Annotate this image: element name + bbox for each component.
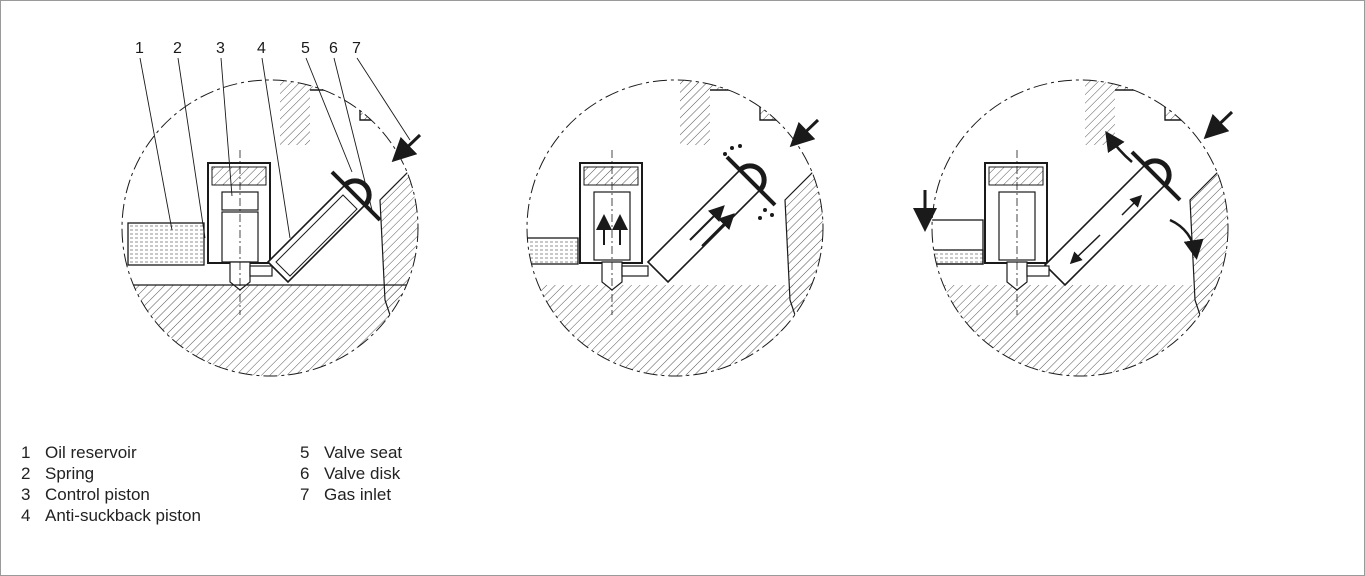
- legend-number: 2: [21, 464, 31, 483]
- callout-4: 4: [257, 40, 266, 57]
- legend-label: Anti-suckback piston: [45, 506, 201, 525]
- legend-label: Control piston: [45, 485, 150, 504]
- detail-view-2: [526, 79, 824, 377]
- legend-label: Spring: [45, 464, 95, 483]
- callout-3: 3: [216, 40, 225, 57]
- legend-item: 7 Gas inlet: [300, 484, 402, 505]
- flow-arrow-icon: [789, 118, 820, 148]
- callout-7: 7: [352, 40, 361, 57]
- callout-1: 1: [135, 40, 144, 57]
- callout-2: 2: [173, 40, 182, 57]
- flow-arrow-icon: [391, 133, 422, 163]
- valve-diagram: 1 2 3 4 5 6 7: [121, 40, 1234, 377]
- legend-label: Valve seat: [324, 443, 403, 462]
- legend-item: 2 Spring: [21, 463, 201, 484]
- callout-5: 5: [301, 40, 310, 57]
- legend-item: 4 Anti-suckback piston: [21, 505, 201, 526]
- legend-number: 3: [21, 485, 31, 504]
- flow-arrow-icon: [1203, 110, 1234, 140]
- legend-number: 4: [21, 506, 31, 525]
- legend-item: 1 Oil reservoir: [21, 442, 201, 463]
- legend-label: Valve disk: [324, 464, 401, 483]
- legend-label: Oil reservoir: [45, 443, 137, 462]
- legend-item: 6 Valve disk: [300, 463, 402, 484]
- legend-right: 5 Valve seat 6 Valve disk 7 Gas inlet: [300, 442, 402, 505]
- callout-6: 6: [329, 40, 338, 57]
- legend-left: 1 Oil reservoir 2 Spring 3 Control piston 4…: [21, 442, 201, 526]
- detail-view-1: 1 2 3 4 5 6 7: [121, 40, 422, 377]
- legend-label: Gas inlet: [324, 485, 392, 504]
- legend-number: 1: [21, 443, 31, 462]
- legend-item: 3 Control piston: [21, 484, 201, 505]
- detail-view-3: [913, 79, 1234, 377]
- legend-number: 7: [300, 485, 310, 504]
- legend-number: 5: [300, 443, 310, 462]
- legend-item: 5 Valve seat: [300, 442, 402, 463]
- legend-number: 6: [300, 464, 310, 483]
